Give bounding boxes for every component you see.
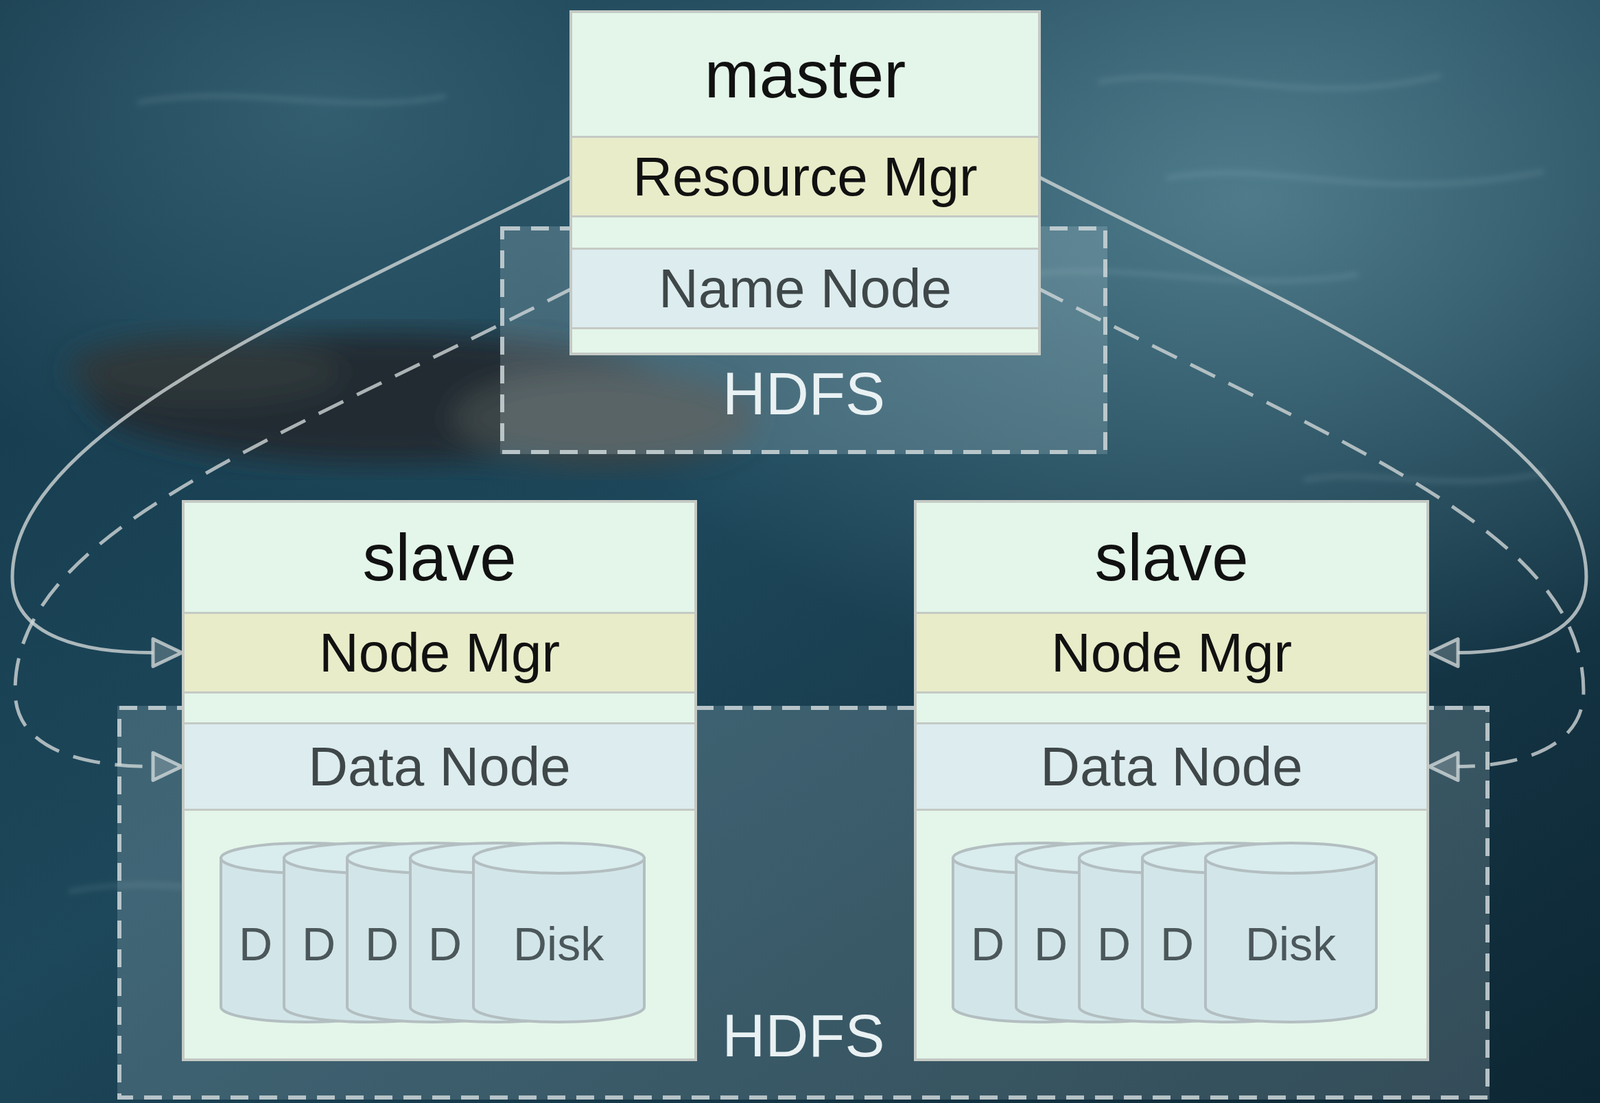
cylinder-top [1205,843,1377,874]
dashed-border [502,228,1106,453]
slave-box: slaveNode MgrData NodeDDDDDisk [181,500,698,1062]
node-manager-band: Node Mgr [184,612,695,694]
arrow-head [1429,639,1458,667]
label-text: D [301,918,336,971]
wave [1303,473,1544,482]
slave-box: slaveNode MgrData NodeDDDDDisk [913,500,1430,1062]
cylinder-body [473,858,645,1023]
label-text: Node Mgr [319,622,560,684]
label-text: D [970,918,1005,971]
cylinder-body [1205,858,1377,1023]
dashed-border [119,708,1488,1098]
master-box: masterResource MgrName Node [569,10,1041,356]
rock [68,336,344,405]
label-text: Disk [513,918,604,971]
name-node-band: Name Node [572,247,1039,330]
resource-manager-band: Resource Mgr [572,135,1039,218]
label-text: Node Mgr [1051,622,1292,684]
label-text: slave [1094,521,1249,595]
label-text: Name Node [658,258,952,320]
label-text: HDFS [722,1003,886,1069]
label-text: Disk [1245,918,1336,971]
node-manager-band: Node Mgr [916,612,1427,694]
label-text: HDFS [722,360,886,427]
label-text: D [365,918,399,971]
wave [137,96,446,103]
box-heading: slave [916,502,1427,613]
label-text: D [1160,918,1194,971]
box-heading: master [572,13,1039,136]
label-text: D [1033,918,1068,971]
wave [1097,75,1441,89]
label-text: Resource Mgr [632,146,978,208]
label-text: Data Node [1040,736,1303,798]
label-text: D [1097,918,1131,971]
arrow-head [153,639,182,667]
label-text: master [704,38,906,112]
cylinder-top [473,843,645,874]
label-text: D [428,918,462,971]
label-text: Data Node [308,736,571,798]
box-heading: slave [184,502,695,613]
disk-cylinder: Disk [472,841,646,1024]
label-text: slave [362,521,516,595]
label-text: D [238,918,273,971]
data-node-band: Data Node [184,722,695,811]
data-node-band: Data Node [916,722,1427,811]
disk-cylinder: Disk [1204,841,1378,1024]
wave [1166,171,1544,185]
disk-label-holder: Disk [1204,841,1378,1024]
disk-label-holder: Disk [472,841,646,1024]
